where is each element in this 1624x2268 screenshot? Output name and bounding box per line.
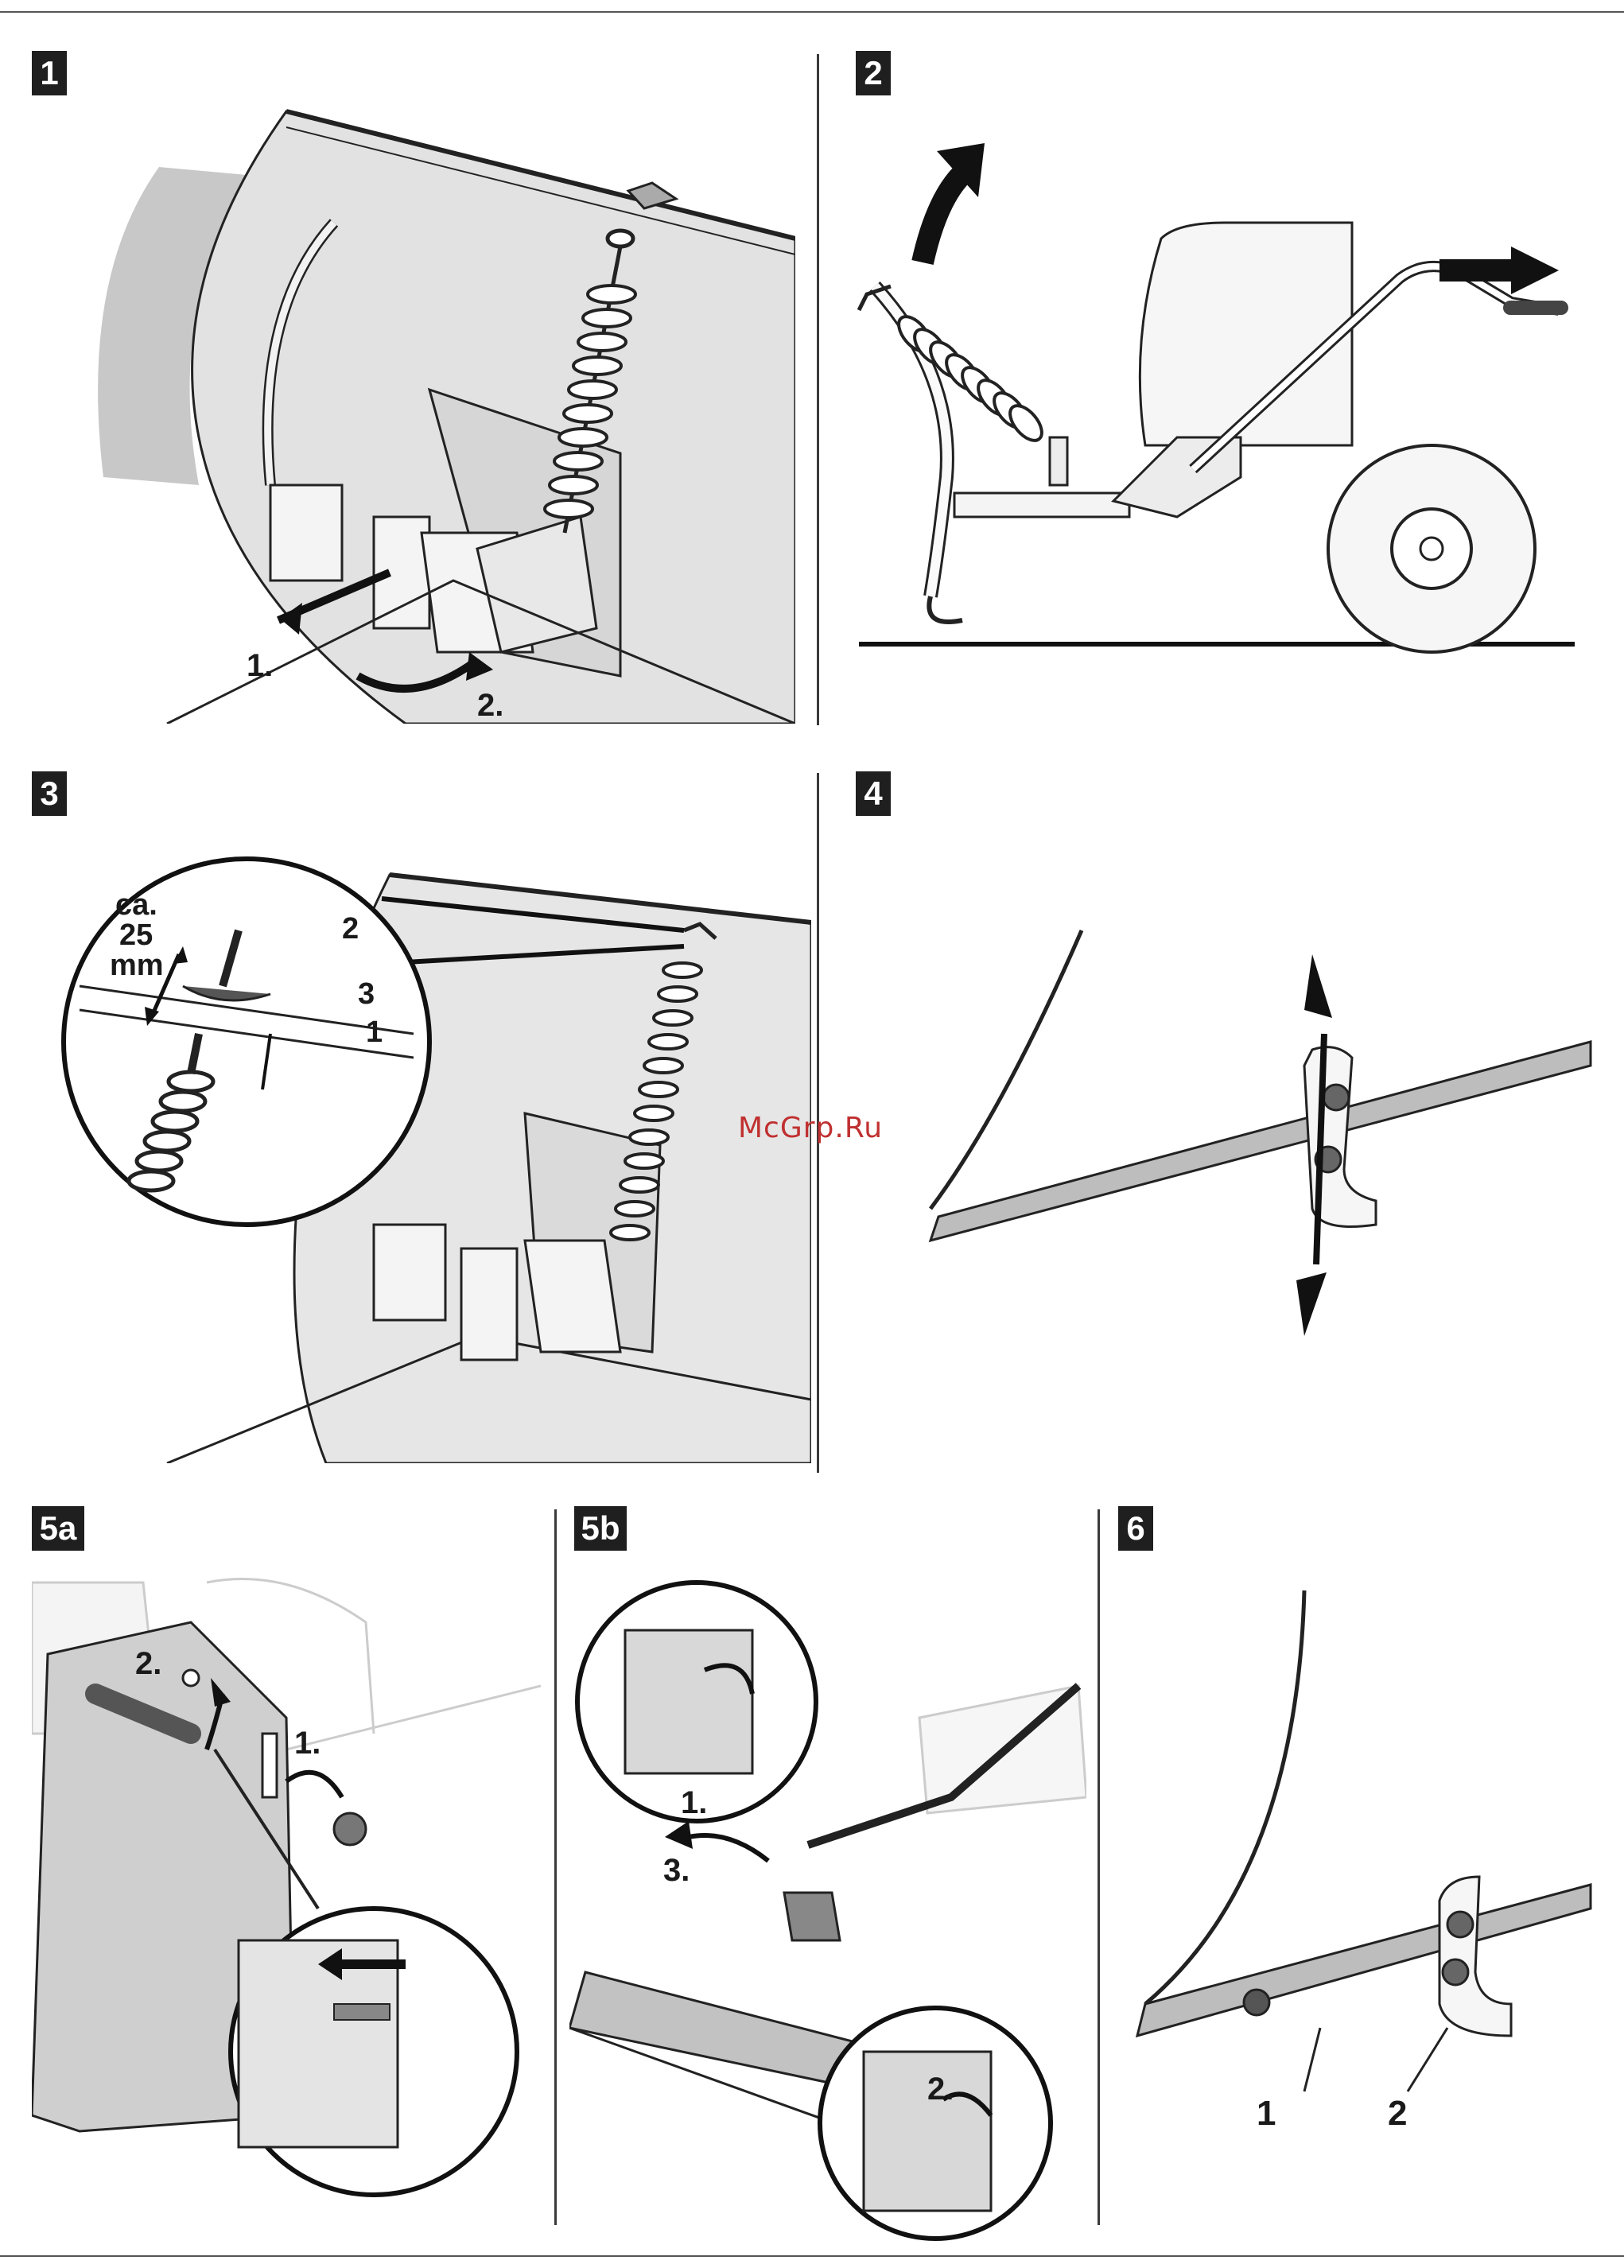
panel-badge-3: 3 [32, 771, 67, 816]
top-rule [0, 11, 1624, 13]
panel-badge-4: 4 [856, 771, 891, 816]
panel-6-label-2: 2 [1388, 2094, 1407, 2133]
panel-5b-label-3: 3. [663, 1853, 690, 1888]
divider-row3b [1098, 1509, 1100, 2225]
panel-3-label-1: 1 [366, 1016, 383, 1049]
divider-row1 [817, 54, 819, 725]
panel-badge-6: 6 [1118, 1506, 1153, 1551]
panel-5b-label-1: 1. [681, 1785, 707, 1820]
panel-5a-label-1: 1. [294, 1726, 321, 1761]
panel-1-label-2: 2. [477, 688, 503, 723]
panel-badge-5b: 5b [574, 1506, 627, 1551]
panel-3-label-3: 3 [358, 977, 375, 1011]
panel-badge-1: 1 [32, 51, 67, 95]
watermark: McGrp.Ru [738, 1112, 883, 1144]
bottom-rule [0, 2255, 1624, 2257]
panel-4-illustration [891, 907, 1607, 1352]
panel-5a-illustration: 2. 1. [32, 1559, 541, 2243]
panel-6-illustration: 1 2 [1113, 1559, 1607, 2163]
panel-badge-5a: 5a [32, 1506, 84, 1551]
panel-5a-label-2: 2. [135, 1646, 161, 1681]
panel-3-label-ca: ca. [115, 888, 157, 922]
panel-5b-illustration: 1. 3. 2. [569, 1559, 1086, 2243]
panel-3-label-25: 25 [119, 918, 153, 952]
divider-row3a [554, 1509, 557, 2225]
panel-1-label-1: 1. [247, 648, 273, 683]
panel-3-label-mm: mm [110, 949, 164, 982]
panel-3-label-2: 2 [342, 912, 359, 946]
panel-3-illustration: ca. 25 mm 2 3 1 [32, 827, 811, 1463]
panel-badge-2: 2 [856, 51, 891, 95]
panel-1-illustration: 1. 2. [72, 103, 795, 724]
panel-6-label-1: 1 [1257, 2094, 1276, 2133]
panel-5b-label-2: 2. [927, 2072, 954, 2107]
panel-2-illustration [843, 103, 1591, 660]
